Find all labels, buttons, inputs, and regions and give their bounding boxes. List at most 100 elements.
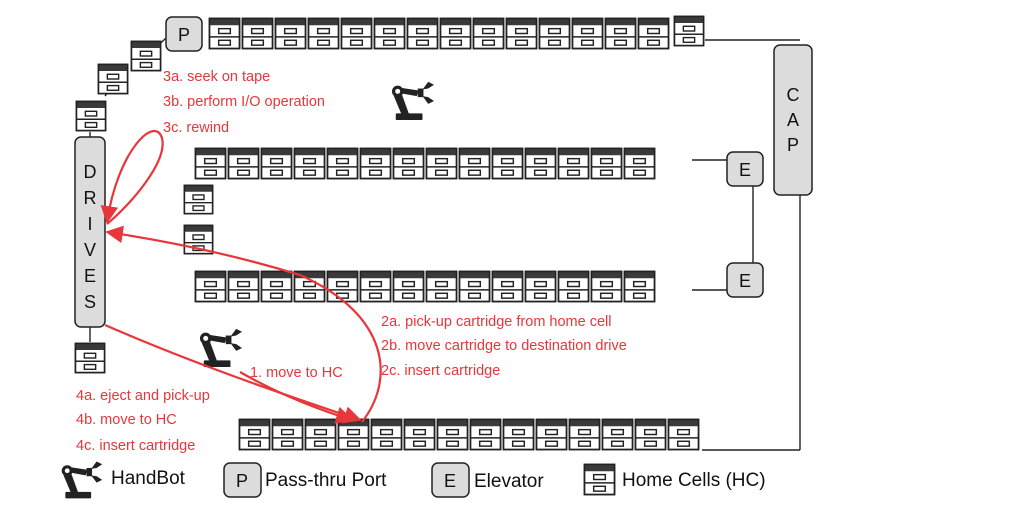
legend-elevator-label: Elevator [474, 471, 544, 492]
vertical-letter: V [84, 240, 96, 260]
step-3b-label: 3b. perform I/O operation [163, 94, 325, 110]
cabinet-drawer-icon [74, 342, 106, 374]
vertical-letter: E [84, 266, 96, 286]
elevator-bottom-box [726, 262, 764, 298]
step-3a-label: 3a. seek on tape [163, 69, 270, 85]
legend-elevator-box [431, 462, 470, 498]
arrow-3-io-loop [100, 129, 164, 225]
cabinet-drawer-icon [634, 418, 667, 451]
cabinet-drawer-icon [403, 418, 436, 451]
vertical-letter: C [787, 85, 800, 105]
cabinet-drawer-icon [436, 418, 469, 451]
cabinet-drawer-icon [524, 270, 557, 303]
step-1-label: 1. move to HC [250, 365, 343, 381]
legend: HandBot P Pass-thru Port E Elevator Home… [61, 461, 766, 499]
workflow-arrows [100, 129, 382, 424]
cabinet-drawer-icon [673, 15, 705, 47]
elevator-top-label: E [739, 160, 751, 180]
pass-thru-port-box [165, 16, 203, 52]
cabinet-drawer-icon [238, 418, 271, 451]
cabinet-drawer-icon [337, 418, 370, 451]
vertical-letter: D [84, 162, 97, 182]
cabinet-drawer-icon [535, 418, 568, 451]
cabinet-drawer-icon [359, 270, 392, 303]
cabinet-drawer-icon [227, 147, 260, 180]
cabinet-drawer-icon [601, 418, 634, 451]
cabinet-drawer-icon [568, 418, 601, 451]
arrow-1-move-to-hc [239, 371, 354, 424]
legend-robot-arm-icon [61, 461, 103, 499]
step-4c-label: 4c. insert cartridge [76, 438, 195, 454]
cabinet-drawer-icon [571, 17, 604, 50]
cabinet-drawer-icon [359, 147, 392, 180]
robot-arm-icon [199, 328, 242, 368]
drives-box [74, 136, 106, 328]
cabinet-drawer-icon [538, 17, 571, 50]
cabinet-drawer-icon [491, 147, 524, 180]
arrow-4-return-to-hc [104, 323, 362, 424]
legend-cabinet-drawer-icon [583, 463, 616, 496]
cabinet-drawer-icon [260, 270, 293, 303]
cabinet-drawer-icon [623, 147, 656, 180]
legend-pass-thru-label: Pass-thru Port [265, 470, 387, 491]
cabinet-drawer-icon [326, 147, 359, 180]
cabinet-drawer-icon [472, 17, 505, 50]
elevator-top-box [726, 151, 764, 187]
cabinet-drawer-icon [208, 17, 241, 50]
cabinet-drawer-icon [130, 40, 162, 72]
cabinet-drawer-icon [557, 147, 590, 180]
vertical-letter: A [787, 110, 799, 130]
elevator-bottom-label: E [739, 271, 751, 291]
cap-box [773, 44, 813, 196]
cabinet-drawer-icon [590, 147, 623, 180]
cabinet-drawer-icon [524, 147, 557, 180]
cabinet-drawer-icon [293, 147, 326, 180]
cabinet-drawer-icon [340, 17, 373, 50]
cabinet-drawer-icon [304, 418, 337, 451]
cabinet-drawer-icon [392, 147, 425, 180]
cabinet-drawer-icon [637, 17, 670, 50]
cabinet-drawer-icon [227, 270, 260, 303]
cabinet-drawer-icon [271, 418, 304, 451]
cabinet-drawer-icon [392, 270, 425, 303]
cabinet-drawer-icon [260, 147, 293, 180]
cabinet-drawer-icon [293, 270, 326, 303]
step-2a-label: 2a. pick-up cartridge from home cell [381, 314, 612, 330]
cabinet-drawer-icon [623, 270, 656, 303]
step-2c-label: 2c. insert cartridge [381, 363, 500, 379]
pass-thru-port-label: P [178, 25, 190, 45]
vertical-letter: R [84, 188, 97, 208]
cabinet-drawer-icon [604, 17, 637, 50]
cabinet-drawer-icon [194, 147, 227, 180]
step-4b-label: 4b. move to HC [76, 412, 177, 428]
legend-home-cells-label: Home Cells (HC) [622, 470, 766, 491]
cabinet-drawer-icon [458, 147, 491, 180]
cabinet-drawer-icon [370, 418, 403, 451]
step-3c-label: 3c. rewind [163, 120, 229, 136]
cabinet-drawer-icon [590, 270, 623, 303]
cabinet-drawer-icon [502, 418, 535, 451]
cabinet-drawer-icon [274, 17, 307, 50]
connector-lines [89, 37, 801, 451]
vertical-letter: P [787, 135, 799, 155]
cabinet-drawer-icon [557, 270, 590, 303]
cabinet-drawer-icon [241, 17, 274, 50]
robot-arm-icon [391, 81, 434, 121]
legend-pass-thru-symbol: P [236, 471, 248, 491]
arrow-2-to-drive [105, 225, 382, 423]
legend-elevator-symbol: E [444, 471, 456, 491]
cabinet-drawer-icon [425, 147, 458, 180]
cabinet-drawer-icon [75, 100, 107, 132]
legend-handbot-label: HandBot [111, 468, 186, 489]
vertical-letter: I [87, 214, 92, 234]
cap-label: CAP [787, 85, 800, 155]
cabinet-drawer-icon [373, 17, 406, 50]
cabinet-drawer-icon [439, 17, 472, 50]
cabinet-drawer-icon [307, 17, 340, 50]
vertical-letter: S [84, 292, 96, 312]
cabinet-drawer-icon [667, 418, 700, 451]
cabinet-drawer-icon [469, 418, 502, 451]
step-2b-label: 2b. move cartridge to destination drive [381, 338, 627, 354]
